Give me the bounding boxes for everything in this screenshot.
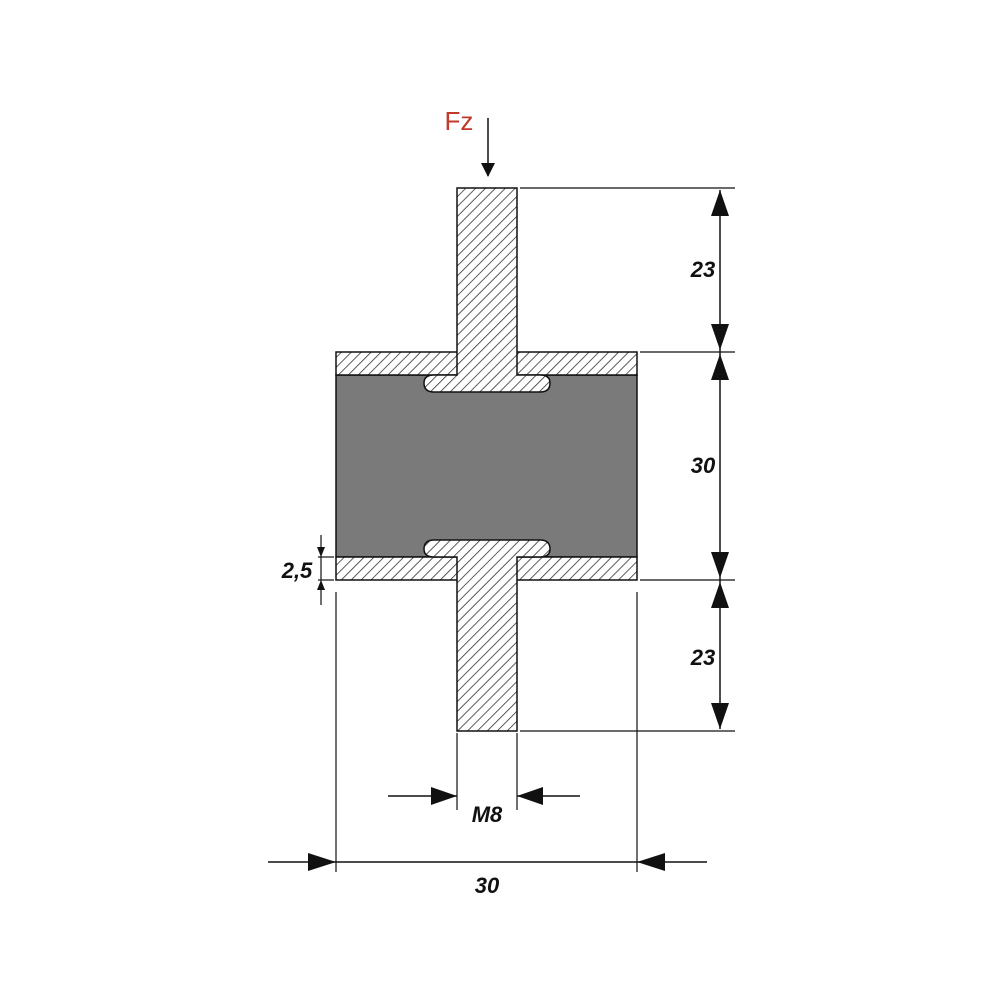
dimension-body-diameter: 30 [475,873,500,898]
dimension-plate-thickness: 2,5 [281,558,313,583]
dimension-arrows-right [711,190,729,729]
extension-lines-right [520,187,735,732]
top-stud [423,187,551,393]
bottom-stud [423,539,551,732]
dimension-top-stud: 23 [690,257,715,282]
dimension-body-height: 30 [691,453,716,478]
dimension-bottom-stud: 23 [690,645,715,670]
dimension-thread: M8 [472,802,503,827]
diameter-dimension-arrows [308,853,665,871]
force-label: Fz [445,106,474,136]
rubber-body [335,374,638,558]
plate-thickness-arrows [317,547,325,590]
extension-lines-bottom [335,592,638,872]
thread-dimension-arrows [431,787,543,805]
plate-thickness-dimension [318,535,334,605]
